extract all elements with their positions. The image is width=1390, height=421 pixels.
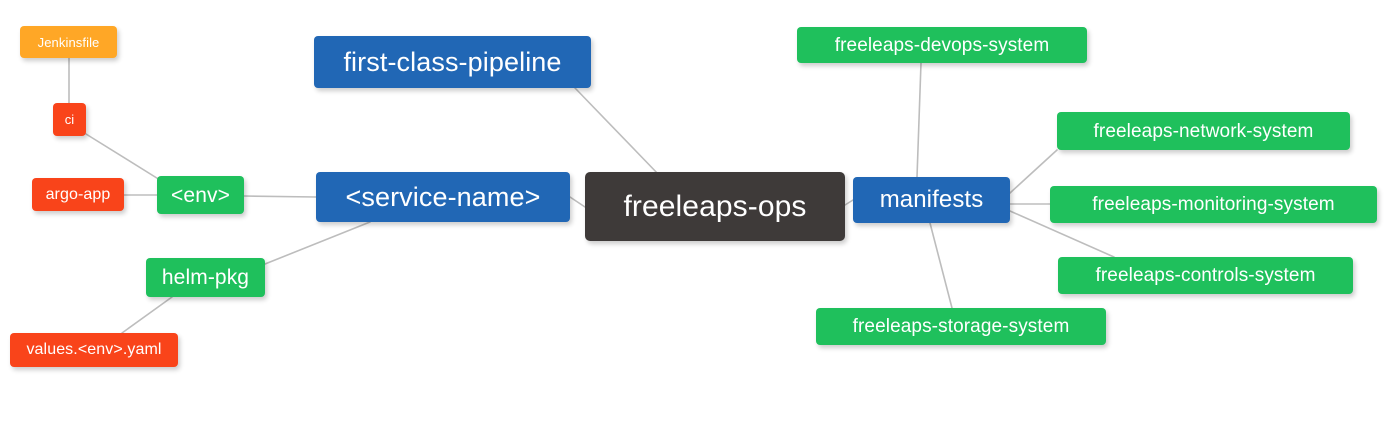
node-label: manifests [879,186,984,213]
node-label: values.<env>.yaml [26,341,162,358]
node-label: freeleaps-ops [623,189,807,223]
edge-root-manifests [844,199,854,206]
node-label: <service-name> [345,181,541,212]
node-helm-pkg[interactable]: helm-pkg [146,258,265,297]
node-values-yaml[interactable]: values.<env>.yaml [10,333,178,367]
node-freeleaps-monitoring-system[interactable]: freeleaps-monitoring-system [1050,186,1377,223]
node-label: freeleaps-controls-system [1095,265,1316,286]
node-freeleaps-devops-system[interactable]: freeleaps-devops-system [797,27,1087,63]
node-label: Jenkinsfile [37,34,100,50]
edge-manifests-storage-system [929,222,953,309]
node-label: ci [64,112,75,127]
node-label: argo-app [45,185,111,203]
node-label: <env> [171,183,230,207]
edge-root-first-class-pipeline [574,87,661,177]
edge-service-name-env [243,195,317,198]
node-first-class-pipeline[interactable]: first-class-pipeline [314,36,591,88]
node-label: first-class-pipeline [343,46,562,77]
node-label: freeleaps-network-system [1093,120,1314,142]
node-manifests[interactable]: manifests [853,177,1010,223]
edge-helm-pkg-values-yaml [121,296,173,334]
edge-root-service-name [569,196,586,208]
node-label: helm-pkg [161,266,250,289]
node-ci[interactable]: ci [53,103,86,136]
edge-env-ci [85,133,161,181]
node-freeleaps-network-system[interactable]: freeleaps-network-system [1057,112,1350,150]
node-service-name[interactable]: <service-name> [316,172,570,222]
node-freeleaps-ops[interactable]: freeleaps-ops [585,172,845,241]
node-freeleaps-storage-system[interactable]: freeleaps-storage-system [816,308,1106,345]
node-env[interactable]: <env> [157,176,244,214]
node-argo-app[interactable]: argo-app [32,178,124,211]
node-freeleaps-controls-system[interactable]: freeleaps-controls-system [1058,257,1353,294]
node-label: freeleaps-monitoring-system [1092,194,1335,215]
node-label: freeleaps-devops-system [834,34,1050,56]
edge-manifests-devops-system [916,62,922,178]
edge-service-name-helm-pkg [264,221,371,265]
node-label: freeleaps-storage-system [852,316,1070,337]
node-jenkinsfile[interactable]: Jenkinsfile [20,26,117,58]
